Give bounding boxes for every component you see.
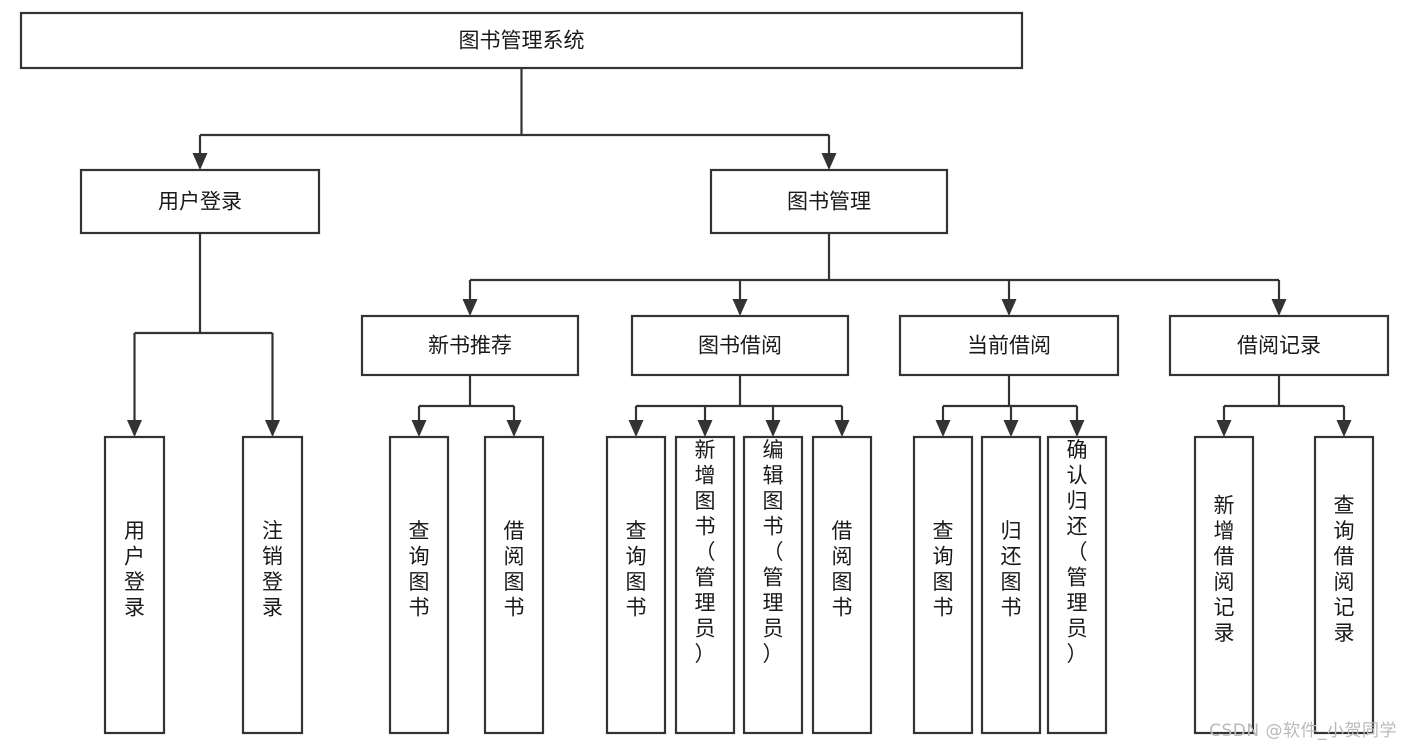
watermark-text: CSDN @软件_小贺同学 (1209, 721, 1397, 741)
node-new-book-rec[interactable]: 新书推荐 (360, 314, 580, 377)
node-leaf-user-login[interactable]: 用户登录 (103, 435, 166, 735)
node-leaf-edit-book[interactable]: 编辑图书（管理员） (742, 435, 804, 735)
node-borrow-record[interactable]: 借阅记录 (1168, 314, 1390, 377)
node-box-leaf-query-record (1313, 435, 1375, 735)
node-book-borrow[interactable]: 图书借阅 (630, 314, 850, 377)
node-leaf-query-book-2[interactable]: 查询图书 (605, 435, 667, 735)
node-label-leaf-query-record: 查询借阅记录 (1334, 494, 1355, 646)
arrow-icon-leaf_add_book (697, 420, 713, 437)
node-label-leaf-borrow-book-2: 借阅图书 (832, 519, 853, 620)
node-label-user-login: 用户登录 (158, 190, 242, 214)
arrow-icon-leaf_confirm_return (1069, 420, 1085, 437)
node-label-leaf-query-book-2: 查询图书 (626, 519, 647, 620)
arrow-icon-leaf_query_book_3 (935, 420, 951, 437)
node-box-leaf-query-book-1 (388, 435, 450, 735)
node-box-leaf-user-login (103, 435, 166, 735)
node-label-book-manage: 图书管理 (787, 190, 871, 214)
arrow-icon-leaf_query_book_1 (411, 420, 427, 437)
node-box-book-manage (709, 168, 949, 235)
arrow-icon-user_login (192, 153, 208, 170)
node-label-leaf-query-book-1: 查询图书 (409, 519, 430, 620)
arrow-icon-leaf_user_login (127, 420, 142, 437)
node-label-leaf-query-book-3: 查询图书 (933, 519, 954, 620)
node-box-borrow-record (1168, 314, 1390, 377)
node-label-leaf-return-book: 归还图书 (1001, 519, 1022, 620)
node-label-borrow-record: 借阅记录 (1237, 334, 1321, 358)
arrow-icon-leaf_borrow_book_1 (506, 420, 522, 437)
node-label-leaf-edit-book: 编辑图书（管理员） (763, 438, 784, 666)
node-box-leaf-borrow-book-2 (811, 435, 873, 735)
node-box-leaf-add-record (1193, 435, 1255, 735)
node-box-leaf-borrow-book-1 (483, 435, 545, 735)
node-leaf-confirm-return[interactable]: 确认归还（管理员） (1046, 435, 1108, 735)
arrow-icon-new_book_rec (462, 299, 478, 316)
node-current-borrow[interactable]: 当前借阅 (898, 314, 1120, 377)
node-label-root: 图书管理系统 (459, 29, 585, 53)
node-box-current-borrow (898, 314, 1120, 377)
node-box-leaf-add-book (674, 435, 736, 735)
node-leaf-query-record[interactable]: 查询借阅记录 (1313, 435, 1375, 735)
node-box-book-borrow (630, 314, 850, 377)
arrow-icon-leaf_edit_book (765, 420, 781, 437)
node-label-leaf-confirm-return: 确认归还（管理员） (1067, 438, 1088, 666)
node-label-book-borrow: 图书借阅 (698, 334, 782, 358)
node-user-login[interactable]: 用户登录 (79, 168, 321, 235)
arrow-icon-book_manage (821, 153, 837, 170)
node-box-leaf-return-book (980, 435, 1042, 735)
node-box-user-login (79, 168, 321, 235)
node-layer: 图书管理系统用户登录图书管理新书推荐图书借阅当前借阅借阅记录用户登录注销登录查询… (19, 11, 1390, 735)
node-leaf-return-book[interactable]: 归还图书 (980, 435, 1042, 735)
node-label-leaf-add-book: 新增图书（管理员） (695, 438, 716, 666)
node-box-root (19, 11, 1024, 70)
node-leaf-logout[interactable]: 注销登录 (241, 435, 304, 735)
arrow-icon-borrow_record (1271, 299, 1287, 316)
node-label-new-book-rec: 新书推荐 (428, 334, 512, 358)
node-leaf-borrow-book-2[interactable]: 借阅图书 (811, 435, 873, 735)
node-box-leaf-logout (241, 435, 304, 735)
node-box-new-book-rec (360, 314, 580, 377)
arrow-icon-leaf_return_book (1003, 420, 1019, 437)
arrow-icon-leaf_add_record (1216, 420, 1232, 437)
node-label-leaf-borrow-book-1: 借阅图书 (504, 519, 525, 620)
node-label-leaf-add-record: 新增借阅记录 (1214, 494, 1235, 646)
arrow-icon-book_borrow (732, 299, 748, 316)
node-box-leaf-confirm-return (1046, 435, 1108, 735)
arrow-icon-leaf_query_record (1336, 420, 1352, 437)
connector-layer (127, 68, 1352, 437)
node-leaf-add-record[interactable]: 新增借阅记录 (1193, 435, 1255, 735)
arrow-icon-leaf_logout (265, 420, 280, 437)
arrow-icon-leaf_query_book_2 (628, 420, 644, 437)
arrow-icon-leaf_borrow_book_2 (834, 420, 850, 437)
arrow-icon-current_borrow (1001, 299, 1017, 316)
node-root[interactable]: 图书管理系统 (19, 11, 1024, 70)
node-leaf-query-book-1[interactable]: 查询图书 (388, 435, 450, 735)
node-leaf-borrow-book-1[interactable]: 借阅图书 (483, 435, 545, 735)
node-label-leaf-user-login: 用户登录 (124, 519, 145, 620)
node-label-current-borrow: 当前借阅 (967, 334, 1051, 358)
node-leaf-query-book-3[interactable]: 查询图书 (912, 435, 974, 735)
node-box-leaf-query-book-3 (912, 435, 974, 735)
node-leaf-add-book[interactable]: 新增图书（管理员） (674, 435, 736, 735)
node-book-manage[interactable]: 图书管理 (709, 168, 949, 235)
node-label-leaf-logout: 注销登录 (262, 519, 283, 620)
node-box-leaf-edit-book (742, 435, 804, 735)
node-box-leaf-query-book-2 (605, 435, 667, 735)
